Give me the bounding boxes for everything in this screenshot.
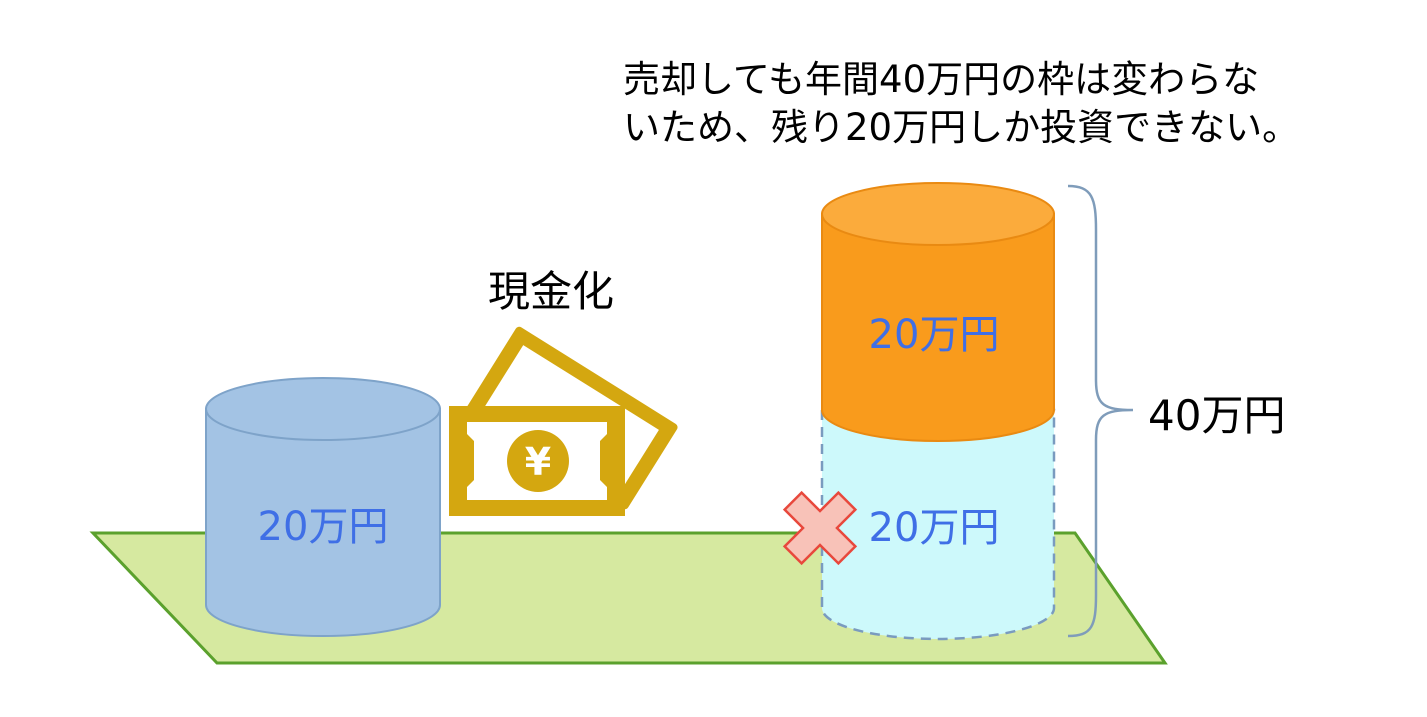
total-label: 40万円 (1148, 391, 1285, 440)
caption-line-2: いため、残り20万円しか投資できない。 (623, 106, 1299, 149)
cross-mark-icon (782, 490, 858, 566)
cash-label: 現金化 (488, 267, 614, 316)
yen-banknote-icon: ¥ (449, 326, 678, 516)
right-top-cylinder-top (821, 182, 1055, 246)
left-cylinder: 20万円 (205, 377, 441, 637)
left-cylinder-top (205, 377, 441, 441)
left-cylinder-body (205, 408, 441, 637)
right-top-cylinder-label: 20万円 (869, 312, 1000, 358)
right-top-cylinder-body (821, 213, 1055, 442)
yen-symbol: ¥ (525, 440, 551, 484)
right-bottom-cylinder-body (820, 408, 1056, 641)
caption-line-1: 売却しても年間40万円の枠は変わらな (623, 58, 1259, 101)
right-bottom-cylinder: 20万円 (820, 408, 1056, 641)
right-brace (1067, 184, 1134, 638)
left-cylinder-label: 20万円 (258, 504, 389, 550)
right-bottom-cylinder-label: 20万円 (869, 505, 1000, 551)
right-top-cylinder: 20万円 (821, 182, 1055, 442)
